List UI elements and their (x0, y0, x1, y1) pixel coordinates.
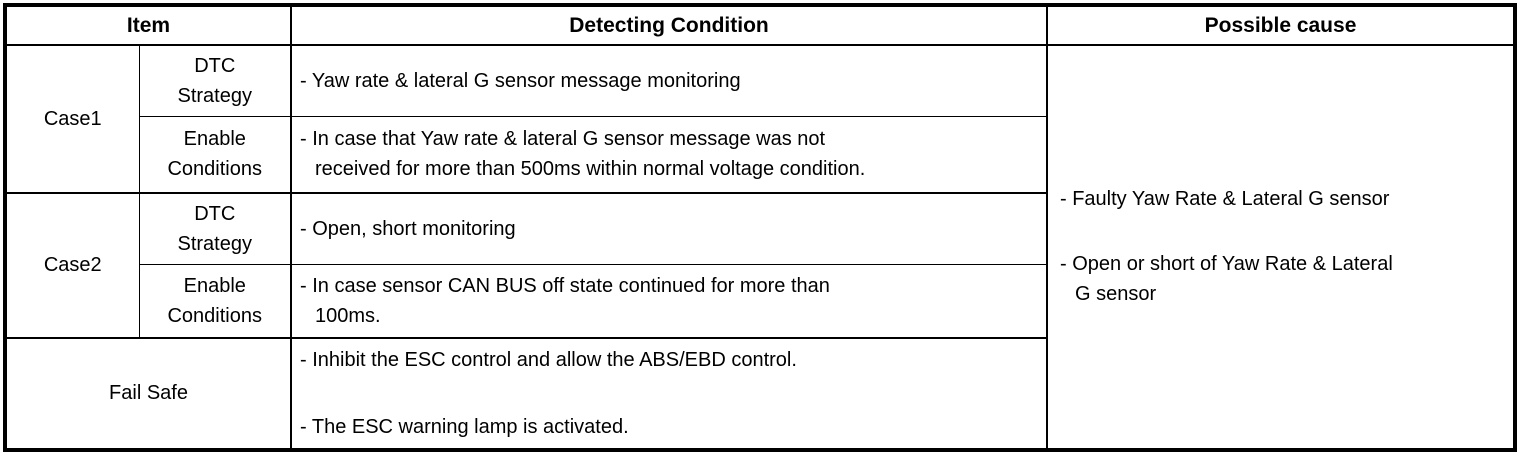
case1-dtc-strategy-label: DTC Strategy (138, 44, 292, 117)
condition-text: - Open, short monitoring (300, 217, 516, 240)
case1-enable-conditions-condition: - In case that Yaw rate & lateral G sens… (290, 115, 1048, 194)
case2-enable-conditions-row: Enable Conditions - In case sensor CAN B… (5, 263, 1515, 338)
fail-safe-label: Fail Safe (4, 336, 292, 450)
header-detecting-condition: Detecting Condition (290, 4, 1048, 46)
case2-enable-conditions-label: Enable Conditions (138, 263, 292, 338)
condition-text: - Yaw rate & lateral G sensor message mo… (300, 69, 741, 92)
condition-text: - The ESC warning lamp is activated. (300, 415, 629, 438)
header-item: Item (4, 4, 292, 46)
case1-enable-conditions-label: Enable Conditions (138, 115, 292, 194)
case2-dtc-strategy-row: Case2 DTC Strategy - Open, short monitor… (4, 192, 1515, 338)
header-row: Item Detecting Condition Possible cause (4, 4, 1516, 46)
condition-text: - Inhibit the ESC control and allow the … (300, 348, 797, 371)
case1-dtc-strategy-row: Case1 DTC Strategy - Yaw rate & lateral … (4, 44, 1516, 450)
case2-dtc-strategy-condition: - Open, short monitoring (290, 192, 1048, 265)
header-possible-cause: Possible cause (1046, 4, 1516, 46)
possible-cause-bullet: - Faulty Yaw Rate & Lateral G sensor (1060, 188, 1390, 211)
fail-safe-conditions: - Inhibit the ESC control and allow the … (290, 336, 1048, 450)
condition-text: - In case that Yaw rate & lateral G sens… (300, 128, 866, 181)
case2-dtc-strategy-label: DTC Strategy (138, 192, 292, 265)
case2-label: Case2 (4, 192, 140, 338)
case2-enable-conditions-condition: - In case sensor CAN BUS off state conti… (290, 263, 1048, 338)
possible-cause-cell: - Faulty Yaw Rate & Lateral G sensor - O… (1046, 44, 1516, 450)
possible-cause-bullet: - Open or short of Yaw Rate & Lateral G … (1060, 253, 1393, 306)
fail-safe-row: Fail Safe - Inhibit the ESC control and … (4, 336, 1515, 450)
case1-label: Case1 (4, 44, 140, 194)
condition-text: - In case sensor CAN BUS off state conti… (300, 274, 830, 327)
case1-dtc-strategy-condition: - Yaw rate & lateral G sensor message mo… (290, 44, 1048, 117)
case1-enable-conditions-row: Enable Conditions - In case that Yaw rat… (5, 115, 1515, 194)
dtc-table: Item Detecting Condition Possible cause … (3, 3, 1517, 452)
